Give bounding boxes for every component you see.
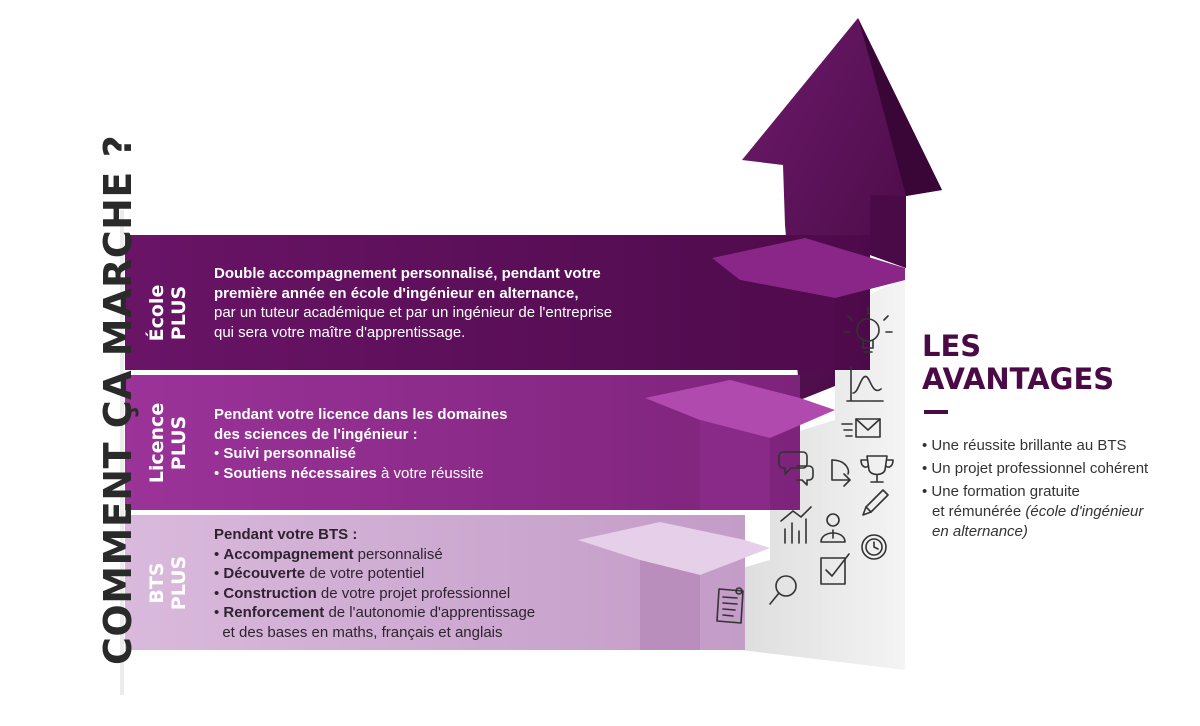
advantage-item: • Un projet professionnel cohérent: [922, 460, 1149, 477]
clock-icon: [861, 534, 887, 560]
lightbulb-icon: [843, 307, 893, 353]
advantages-dash: [924, 410, 948, 414]
band-text-bts: Pendant votre BTS : • Accompagnement per…: [214, 526, 536, 641]
trophy-icon: [860, 455, 894, 483]
chat-icon: [778, 451, 814, 486]
cube-face-bts: [640, 560, 700, 650]
band-ecole-shape: [125, 235, 870, 370]
cube-top-ecole: [712, 238, 905, 298]
email-icon: [841, 418, 881, 438]
band-text-licence: Pendant votre licence dans les domaines …: [214, 406, 508, 482]
band-text-ecole: Double accompagnement personnalisé, pend…: [214, 265, 613, 341]
advantage-item: • Une réussite brillante au BTS: [922, 437, 1127, 454]
checklist-icon: [820, 553, 850, 585]
side-title: COMMENT ÇA MARCHE ?: [96, 134, 140, 665]
document-icon: [716, 587, 744, 624]
advantage-item: • Une formation gratuite et rémunérée (é…: [922, 483, 1144, 540]
magnifier-icon: [769, 575, 797, 605]
bar-chart-icon: [780, 506, 812, 544]
pencil-icon: [862, 489, 889, 516]
band-licence-shape: [125, 375, 800, 510]
band-bts-shape: [125, 515, 745, 650]
steps-wall: [700, 278, 905, 670]
chart-icon: [846, 366, 884, 402]
cube-face-ecole: [740, 280, 835, 370]
arrow-side: [858, 18, 942, 196]
cube-top-bts: [578, 522, 770, 575]
rotate-icon: [831, 459, 851, 487]
person-icon: [820, 513, 846, 543]
cube-top-licence: [645, 380, 835, 438]
cube-face-licence: [700, 420, 770, 510]
arrow-shaft-side: [870, 195, 906, 268]
divider-line: [120, 210, 124, 695]
advantages-list: • Une réussite brillante au BTS • Un pro…: [922, 436, 1192, 545]
